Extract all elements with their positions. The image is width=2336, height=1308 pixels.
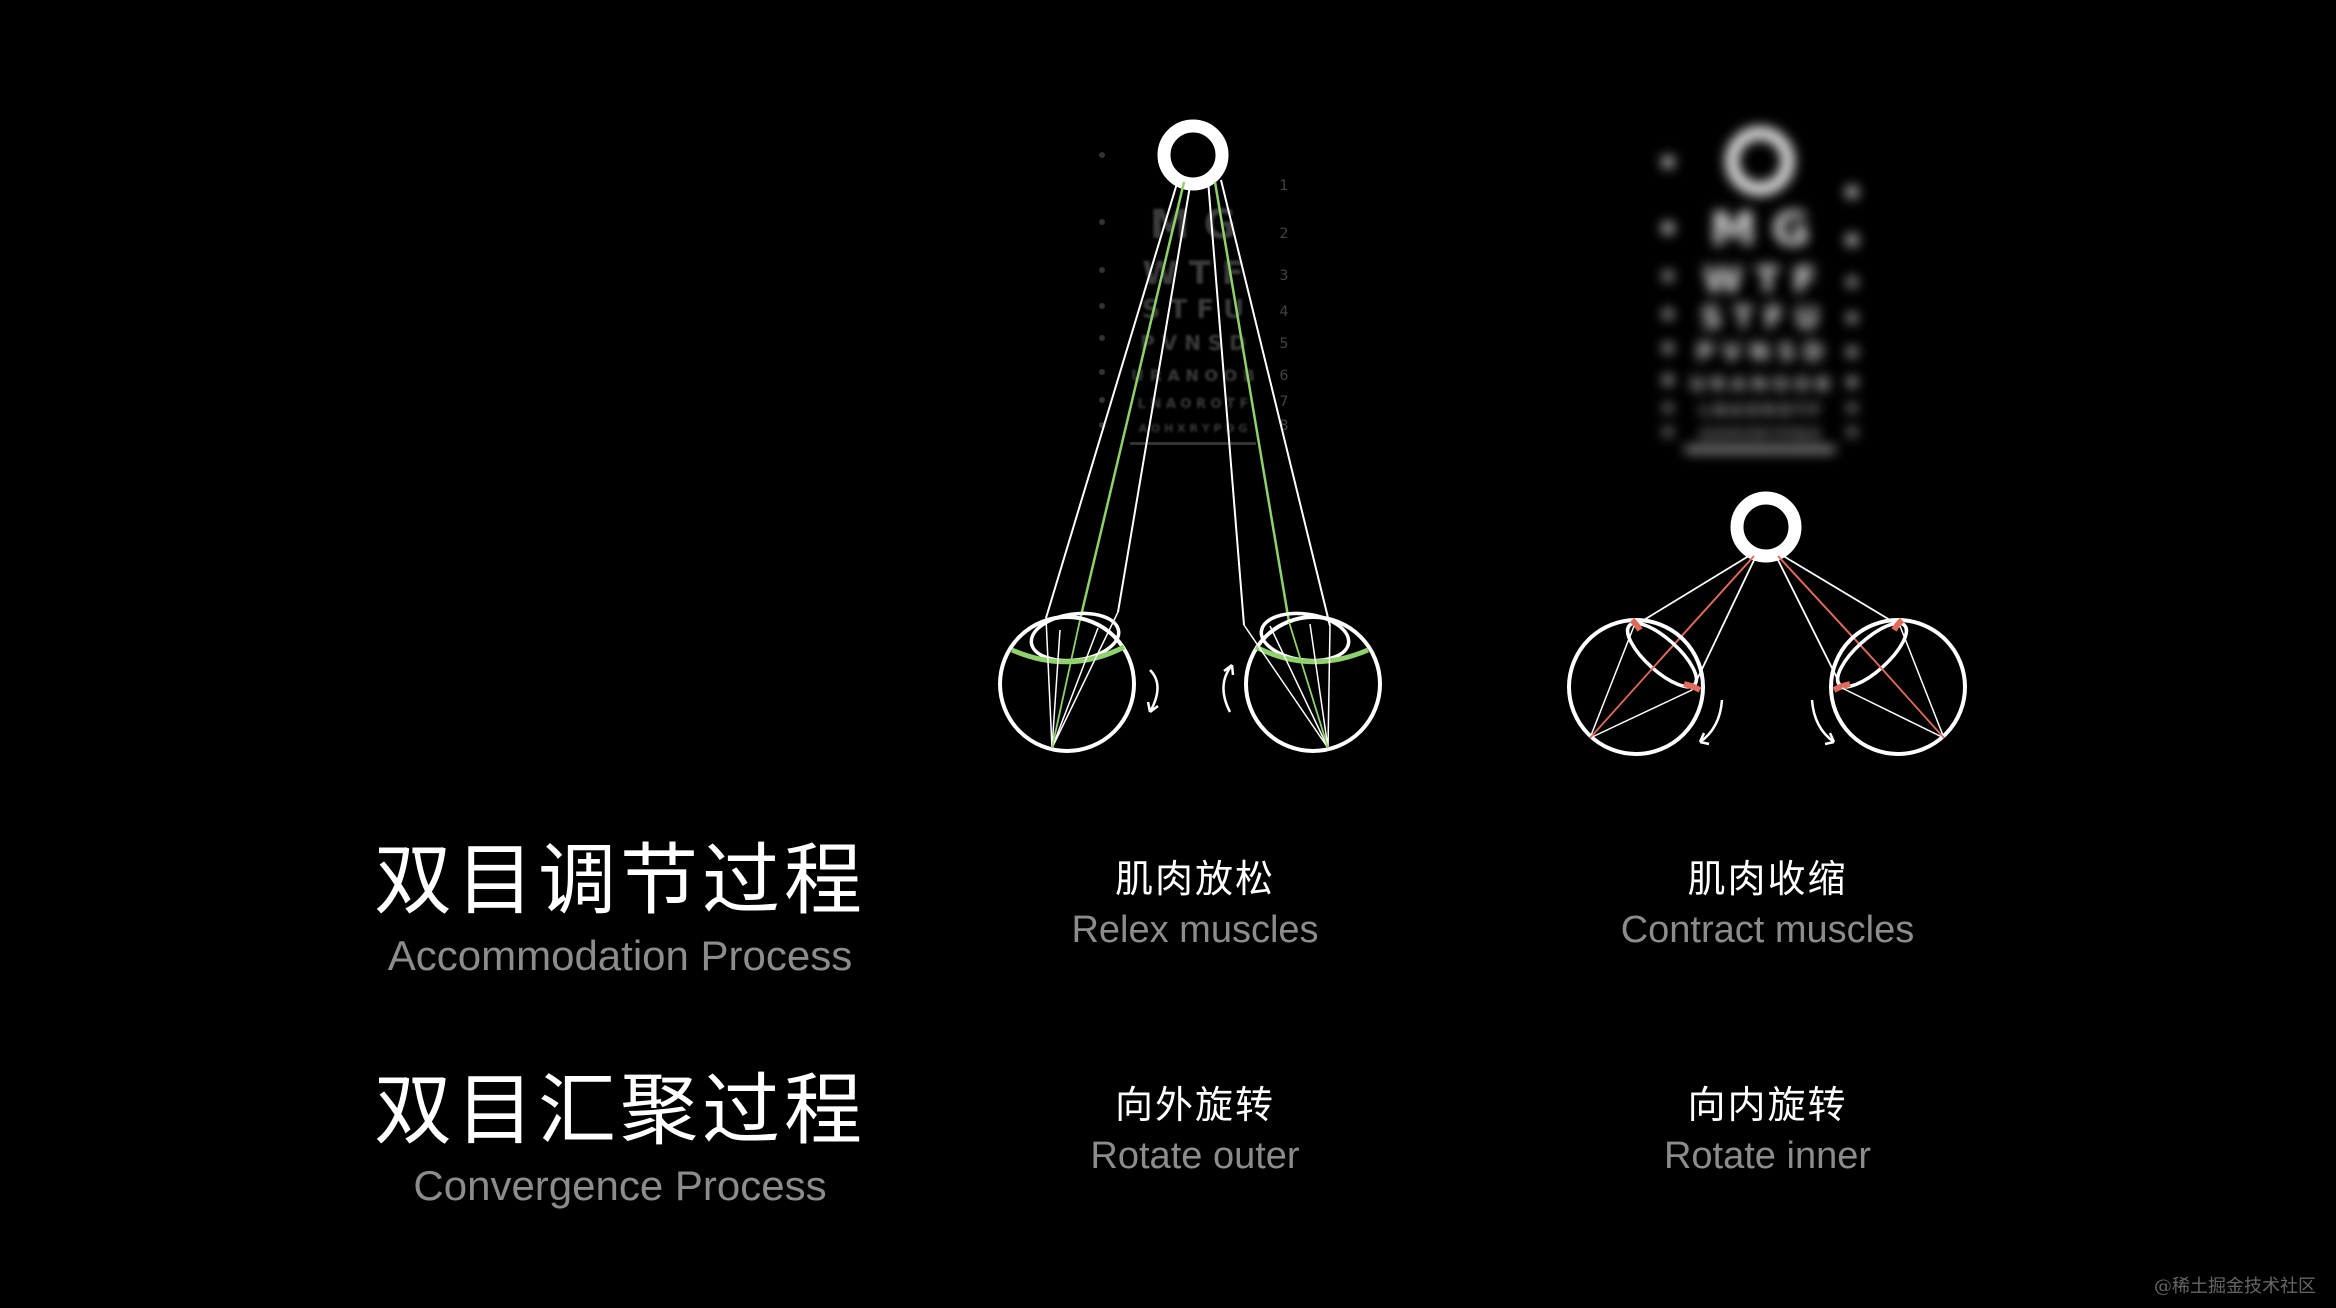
- watermark: @稀土掘金技术社区: [2154, 1276, 2316, 1297]
- rotate-inner-label-zh: 向内旋转: [1687, 1083, 1848, 1127]
- row-number: 5: [1280, 336, 1289, 352]
- rotate-inner-label-block: 向内旋转 Rotate inner: [1570, 1074, 1965, 1178]
- row-number: 8: [1280, 418, 1289, 434]
- rotate-outer-label-zh: 向外旋转: [1114, 1083, 1275, 1127]
- relaxed-label-zh: 肌肉放松: [1114, 857, 1275, 901]
- chart-row-5: P V N S D: [1140, 331, 1246, 355]
- convergence-title-en: Convergence Process: [413, 1162, 827, 1209]
- chart-row-7: L N A O R O T F: [1138, 397, 1249, 412]
- relaxed-label-block: 肌肉放松 Relex muscles: [1000, 848, 1390, 952]
- rotate-outer-label-en: Rotate outer: [1090, 1135, 1300, 1177]
- chart-row-4: S T F U: [1142, 295, 1245, 325]
- contracted-label-zh: 肌肉收缩: [1687, 857, 1848, 901]
- convergence-title-block: 双目汇聚过程 Convergence Process: [340, 1048, 900, 1210]
- accommodation-title-en: Accommodation Process: [387, 932, 853, 979]
- row-number: 1: [1280, 178, 1289, 194]
- row-number: 7: [1280, 394, 1289, 410]
- right-eye-relaxed: [1222, 611, 1382, 753]
- chart-row-8: A O H X R Y P D G: [1701, 427, 1820, 441]
- row-number: 4: [1280, 304, 1289, 320]
- chart-row-8: A O H X R Y P D G: [1139, 422, 1248, 435]
- contracted-label-en: Contract muscles: [1620, 909, 1915, 951]
- accommodation-title-block: 双目调节过程 Accommodation Process: [340, 818, 900, 980]
- contracted-label-block: 肌肉收缩 Contract muscles: [1570, 848, 1965, 952]
- far-chart-row-numbers: 1 2 3 4 5 6 7 8: [1280, 178, 1289, 434]
- chart-row-5: P V N S D: [1697, 338, 1824, 366]
- relaxed-label-en: Relex muscles: [1071, 909, 1319, 951]
- chart-row-6: U R A N O O B: [1690, 374, 1829, 395]
- row-number: 2: [1280, 226, 1289, 242]
- right-eye-contracted: [1810, 617, 1967, 756]
- accommodation-title-zh: 双目调节过程: [373, 836, 866, 926]
- rotate-inner-label-en: Rotate inner: [1663, 1135, 1871, 1177]
- chart-row-6: U R A N O O B: [1131, 366, 1255, 385]
- far-target-ring: [1157, 119, 1229, 191]
- left-eye-contracted: [1567, 617, 1724, 756]
- chart-row-2: M G: [1710, 202, 1810, 256]
- chart-row-7: L N A O R O T F: [1700, 403, 1819, 419]
- chart-row-4: S T F U: [1701, 301, 1819, 336]
- convergence-title-zh: 双目汇聚过程: [373, 1066, 866, 1156]
- row-number: 6: [1280, 368, 1289, 384]
- left-eye-relaxed: [998, 611, 1159, 753]
- near-sight-lines: [1633, 553, 1901, 691]
- chart-row-3: W T F: [1703, 260, 1817, 301]
- near-eye-chart-blurred: M G W T F S T F U P V N S D U R A N O O …: [1662, 126, 1858, 452]
- rotate-outer-label-block: 向外旋转 Rotate outer: [1000, 1074, 1390, 1178]
- row-number: 3: [1280, 268, 1289, 284]
- left-sight-lines: [1045, 179, 1331, 627]
- near-target-ring: [1730, 491, 1802, 563]
- far-eye-chart: M G W T F S T F U P V N S D U R A N O O …: [1131, 202, 1255, 435]
